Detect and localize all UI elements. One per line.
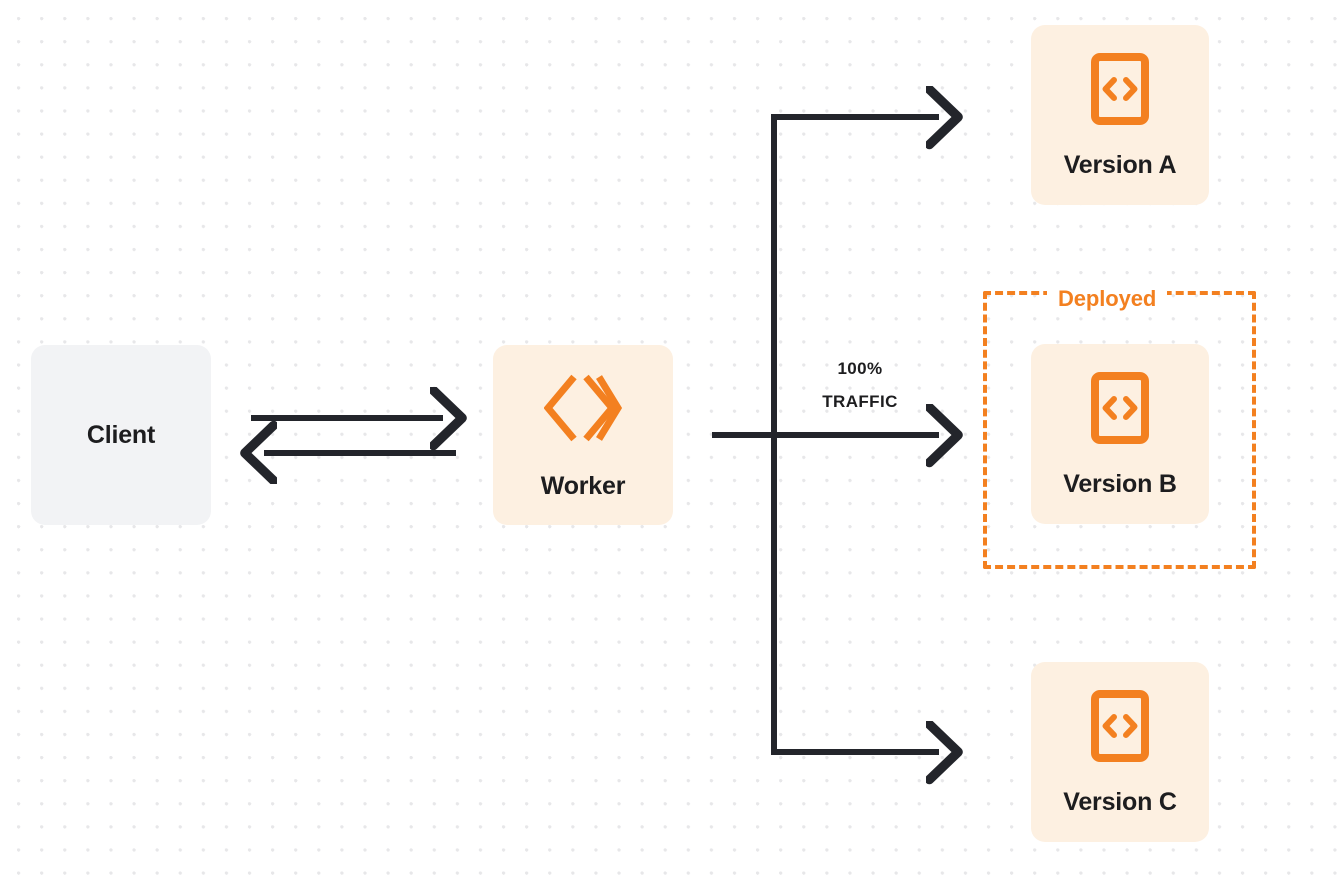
cloudflare-workers-icon xyxy=(543,371,623,450)
deployed-group-label: Deployed xyxy=(1047,285,1168,313)
node-version-b[interactable]: Version B xyxy=(1031,344,1209,524)
node-worker-label: Worker xyxy=(540,472,626,500)
node-version-b-label: Version B xyxy=(1063,470,1177,498)
node-client-label: Client xyxy=(86,420,156,449)
node-version-a[interactable]: Version A xyxy=(1031,25,1209,205)
traffic-percent: 100% xyxy=(837,359,883,378)
code-file-icon xyxy=(1090,689,1150,768)
node-version-c[interactable]: Version C xyxy=(1031,662,1209,842)
node-worker[interactable]: Worker xyxy=(493,345,673,525)
traffic-unit: TRAFFIC xyxy=(822,392,898,411)
code-file-icon xyxy=(1090,371,1150,450)
node-version-a-label: Version A xyxy=(1063,151,1177,179)
code-file-icon xyxy=(1090,52,1150,131)
node-version-c-label: Version C xyxy=(1063,788,1177,816)
traffic-label: 100% TRAFFIC xyxy=(786,352,934,418)
node-client[interactable]: Client xyxy=(31,345,211,525)
